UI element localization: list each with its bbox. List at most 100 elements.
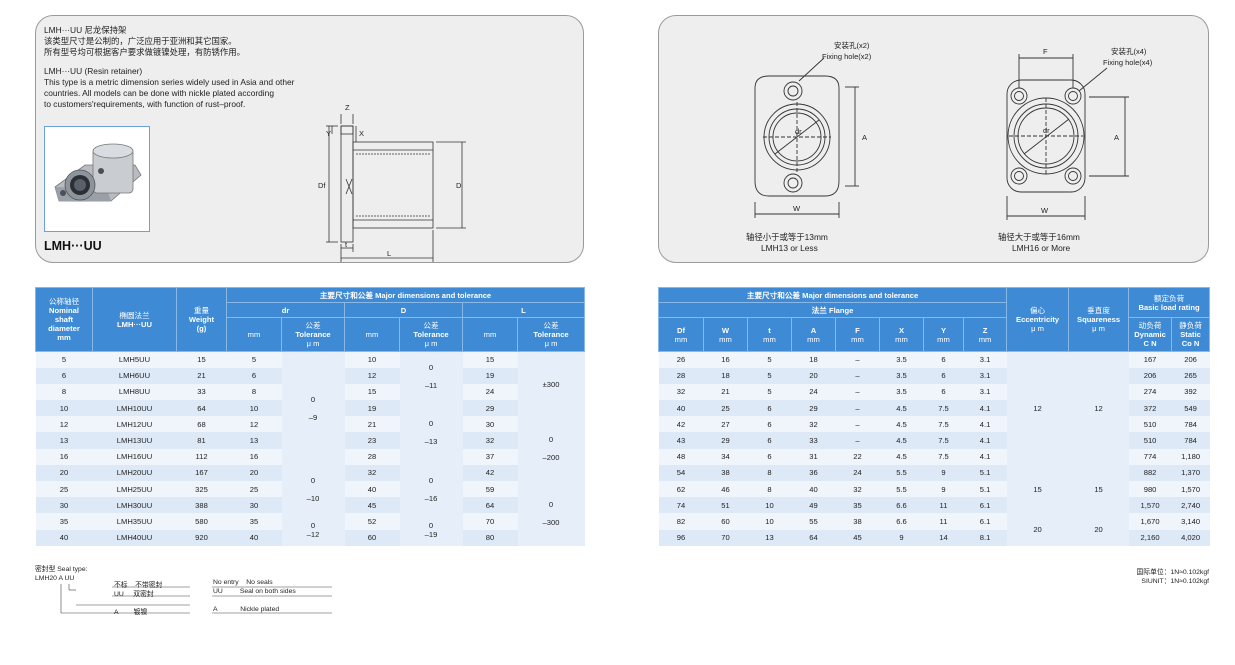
- header-d: D: [344, 302, 463, 318]
- dimension-table-right: 主要尺寸和公差 Major dimensions and tolerance 偏…: [657, 287, 1211, 546]
- units-note-en: SIUNIT：1N≈0.102kgf: [1141, 578, 1209, 585]
- description-en-line3: to customers'requirements, with function…: [44, 99, 246, 109]
- units-note-cn: 国际单位：1N≈0.102kgf: [1136, 569, 1209, 576]
- left-caption-en: LMH13 or Less: [761, 243, 818, 253]
- right-caption-cn: 轴径大于或等于16mm: [998, 232, 1080, 242]
- header-major: 主要尺寸和公差 Major dimensions and tolerance: [226, 287, 585, 303]
- l-tolerance: 0–300: [517, 481, 585, 546]
- l-tolerance: 0–200: [517, 416, 585, 481]
- description-cn-line2: 所有型号均可根据客户要求做镀镍处理，有防锈作用。: [44, 47, 245, 57]
- left-w-label: W: [793, 204, 801, 213]
- d-tolerance: 0–16: [399, 464, 463, 514]
- left-holes-en: Fixing hole(x2): [822, 52, 872, 61]
- dr-tolerance: 0–12: [281, 513, 345, 546]
- left-dr-label: dr: [795, 127, 802, 136]
- right-holes-cn: 安装孔(x4): [1111, 46, 1147, 56]
- left-holes-cn: 安装孔(x2): [834, 40, 870, 50]
- description-en-line1: This type is a metric dimension series w…: [44, 77, 295, 87]
- eccentricity-group: 15: [1006, 464, 1069, 514]
- header-dr-mm: mm: [226, 317, 282, 352]
- title-cn: LMH···UU 尼龙保持架: [44, 25, 127, 35]
- right-w-label: W: [1041, 206, 1049, 215]
- d-tolerance: 0–13: [399, 400, 463, 465]
- seal-uu-cn: UU 双密封: [114, 591, 154, 598]
- header-l: L: [462, 302, 585, 318]
- dr-tolerance: 0–9: [281, 351, 345, 465]
- product-label: LMH···UU: [44, 239, 102, 253]
- description-en-line2: countries. All models can be done with n…: [44, 88, 274, 98]
- front-view-panel: 安装孔(x2) Fixing hole(x2) dr A W: [658, 15, 1209, 263]
- product-photo: [44, 126, 150, 232]
- seal-no-entry-cn: 不标 不带密封: [114, 582, 163, 589]
- description-cn-line1: 该类型尺寸是公制的，广泛应用于亚洲和其它国家。: [44, 36, 237, 46]
- squareness-group: 20: [1068, 513, 1129, 546]
- dr-tolerance: 0–10: [281, 464, 345, 514]
- right-a-label: A: [1114, 133, 1119, 142]
- right-caption-en: LMH16 or More: [1012, 243, 1071, 253]
- header-dr: dr: [226, 302, 345, 318]
- right-dr-label: dr: [1043, 126, 1050, 135]
- right-holes-en: Fixing hole(x4): [1103, 58, 1153, 67]
- seal-code: LMH20 A UU: [35, 575, 75, 582]
- seal-no-entry-en: No entry No seals: [213, 579, 273, 586]
- dim-z-label: Z: [345, 103, 350, 112]
- l-tolerance: ±300: [517, 351, 585, 417]
- squareness-group: 15: [1068, 464, 1129, 514]
- dim-t-label: t: [345, 240, 348, 249]
- dim-d-label: D: [456, 181, 462, 190]
- left-a-label: A: [862, 133, 867, 142]
- front-view-drawings: 安装孔(x2) Fixing hole(x2) dr A W: [754, 40, 1153, 220]
- title-en: LMH···UU (Resin retainer): [44, 66, 143, 76]
- dim-x-label: X: [359, 129, 364, 138]
- eccentricity-group: 12: [1006, 351, 1069, 465]
- seal-type-title: 密封型 Seal type:: [35, 566, 88, 573]
- description-panel: LMH···UU 尼龙保持架 该类型尺寸是公制的，广泛应用于亚洲和其它国家。 所…: [35, 15, 584, 263]
- seal-a-cn: A 镀镍: [114, 609, 148, 616]
- side-view-drawing: Z Y X Df D t L: [318, 103, 466, 262]
- header-flange: 法兰 Flange: [657, 302, 1008, 318]
- right-f-label: F: [1043, 47, 1048, 56]
- header-major-right: 主要尺寸和公差 Major dimensions and tolerance: [657, 287, 1008, 303]
- header-d-mm: mm: [344, 317, 400, 352]
- d-tolerance: 0–19: [399, 513, 463, 546]
- bearing-image: [54, 143, 142, 202]
- squareness-group: 12: [1068, 351, 1129, 465]
- dim-y-label: Y: [326, 129, 331, 138]
- eccentricity-group: 20: [1006, 513, 1069, 546]
